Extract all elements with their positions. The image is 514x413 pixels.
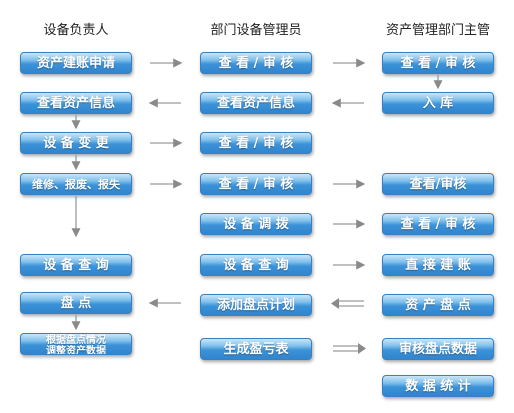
box-view-asset-info-1: 查看资产信息	[20, 92, 132, 114]
box-device-query-2: 设 备 查 询	[200, 254, 312, 276]
box-device-change: 设 备 变 更	[20, 132, 132, 154]
box-adjust-line-2: 调整资产数据	[46, 346, 106, 355]
box-device-query-1: 设 备 查 询	[20, 254, 132, 276]
column-title-owner: 设备负责人	[43, 23, 109, 38]
box-adjust-asset-data: 根据盘点情况 调整资产数据	[20, 333, 132, 355]
box-device-allocate: 设 备 调 拨	[200, 213, 312, 235]
box-review-2: 查 看 / 审 核	[200, 132, 312, 154]
box-asset-apply: 资产建账申请	[20, 52, 132, 74]
box-review-5: 查 看 / 审 核	[382, 213, 494, 235]
box-review-1: 查 看 / 审 核	[200, 52, 312, 74]
box-repair-scrap-loss: 维修、报废、报失	[20, 173, 132, 195]
box-adjust-line-1: 根据盘点情况	[46, 335, 106, 346]
box-generate-pl-table: 生成盈亏表	[200, 338, 312, 360]
box-review-top: 查 看 / 审 核	[382, 52, 494, 74]
box-add-inventory-plan: 添加盘点计划	[200, 294, 312, 316]
arrowhead-assetinv-to-plan	[331, 298, 339, 309]
column-title-dept-admin: 部门设备管理员	[210, 23, 302, 38]
box-view-asset-info-2: 查看资产信息	[200, 92, 312, 114]
box-review-inventory-data: 审核盘点数据	[382, 338, 494, 360]
box-direct-account: 直 接 建 账	[382, 254, 494, 276]
arrowhead-gentable-to-review	[358, 343, 366, 354]
box-review-3: 查 看 / 审 核	[200, 173, 312, 195]
column-title-asset-head: 资产管理部门主管	[385, 23, 490, 38]
box-asset-inventory: 资 产 盘 点	[382, 294, 494, 316]
box-store: 入 库	[382, 92, 494, 114]
box-data-statistics: 数 据 统 计	[382, 375, 494, 397]
box-inventory: 盘 点	[20, 292, 132, 314]
box-review-4: 查看/审核	[382, 173, 494, 195]
